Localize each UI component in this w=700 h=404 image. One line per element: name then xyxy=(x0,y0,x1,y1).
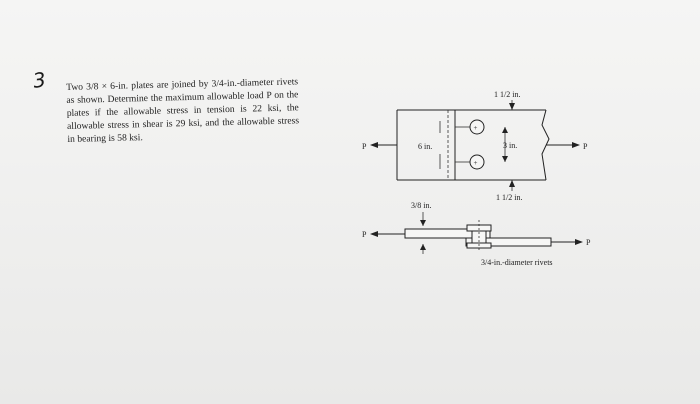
right-load-label: P xyxy=(583,142,588,151)
thickness-top-arrow-icon xyxy=(420,220,426,226)
upper-plate-section xyxy=(404,228,491,239)
side-right-load-label: P xyxy=(586,238,591,247)
top-view: P 6 in. + + 3 in. 1 1/2 in. xyxy=(362,90,588,202)
spacing-top-arrow-icon xyxy=(502,127,508,133)
right-plate-broken-edge xyxy=(541,109,550,181)
side-right-load-arrow-icon xyxy=(575,239,583,245)
lower-rivet-symbol: + xyxy=(474,159,478,167)
top-edge-label: 1 1/2 in. xyxy=(494,90,520,99)
spacing-label: 3 in. xyxy=(503,141,517,150)
thickness-bottom-arrow-icon xyxy=(420,244,426,250)
thickness-label: 3/8 in. xyxy=(411,201,431,210)
right-load-arrow-icon xyxy=(572,142,580,148)
spacing-bottom-arrow-icon xyxy=(502,156,508,162)
height-label: 6 in. xyxy=(418,142,432,151)
lower-rivet-icon xyxy=(469,154,485,170)
bottom-edge-arrow-icon xyxy=(509,180,515,187)
side-left-load-label: P xyxy=(362,230,367,239)
side-view: 3/8 in. P P 3/4-in.-diameter rivets xyxy=(362,201,591,267)
rivet-diameter-label: 3/4-in.-diameter rivets xyxy=(481,258,553,267)
top-edge-arrow-icon xyxy=(509,103,515,110)
left-load-arrow-icon xyxy=(370,142,378,148)
upper-rivet-icon xyxy=(469,119,485,135)
upper-rivet-symbol: + xyxy=(474,124,478,132)
side-left-load-arrow-icon xyxy=(370,231,378,237)
left-load-label: P xyxy=(362,142,367,151)
bottom-edge-label: 1 1/2 in. xyxy=(496,193,522,202)
